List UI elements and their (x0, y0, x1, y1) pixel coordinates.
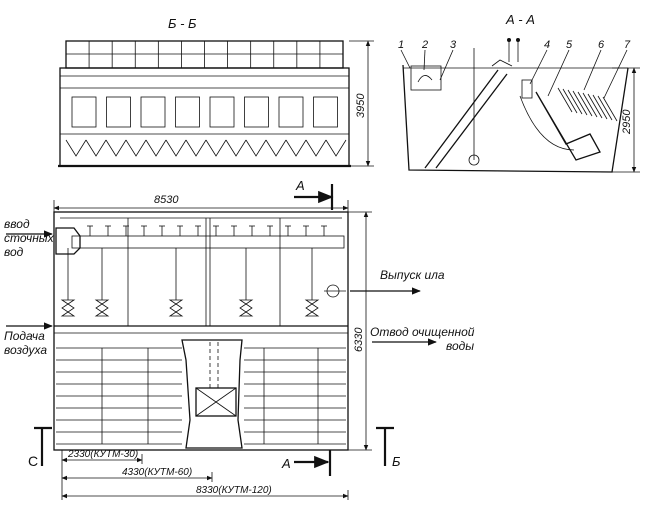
plan-width-dim: 8530 (154, 194, 179, 206)
aa-height-dim: 2950 (621, 109, 633, 135)
inlet-label-3: вод (4, 245, 24, 259)
cut-a-top: А (295, 178, 305, 193)
outlet-label-2: воды (446, 339, 474, 353)
tank-body-bb (59, 67, 350, 167)
air-label-1: Подача (4, 329, 45, 343)
cassette-rack (65, 40, 344, 69)
plan-outline (53, 211, 349, 451)
bb-height-dim: 3950 (355, 93, 367, 118)
inlet-label-2: сточных (4, 231, 55, 245)
outlet-label-1: Отвод очищенной (370, 325, 475, 339)
length-dim-3: 8330(КУТМ-120) (196, 485, 272, 496)
sludge-label: Выпуск ила (380, 268, 445, 282)
callout-3: 3 (450, 39, 457, 51)
flow-labels: ввод сточных вод Подача воздуха Выпуск и… (4, 217, 475, 357)
section-aa-title: А - А (505, 12, 535, 27)
callout-2: 2 (421, 39, 428, 51)
cut-c: С (28, 453, 38, 469)
section-bb-title: Б - Б (168, 16, 197, 31)
window-row (71, 96, 338, 128)
air-label-2: воздуха (4, 343, 47, 357)
section-aa: А - А 1 2 3 4 5 6 7 2950 (398, 12, 640, 173)
callout-5: 5 (566, 39, 573, 51)
length-dim-2: 4330(КУТМ-60) (122, 467, 192, 478)
callout-7: 7 (624, 39, 631, 51)
section-bb: Б - Б 3950 (58, 16, 374, 168)
callout-4: 4 (544, 39, 550, 51)
length-dim-1: 2330(КУТМ-30) (67, 449, 138, 460)
plan-view: А 8530 6330 (28, 178, 401, 500)
cut-b: Б (392, 454, 401, 469)
callout-6: 6 (598, 39, 605, 51)
hopper-row (65, 139, 347, 157)
cut-a-bottom: А (281, 456, 291, 471)
inlet-label-1: ввод (4, 217, 30, 231)
plan-depth-dim: 6330 (353, 327, 365, 352)
callout-1: 1 (398, 39, 404, 51)
